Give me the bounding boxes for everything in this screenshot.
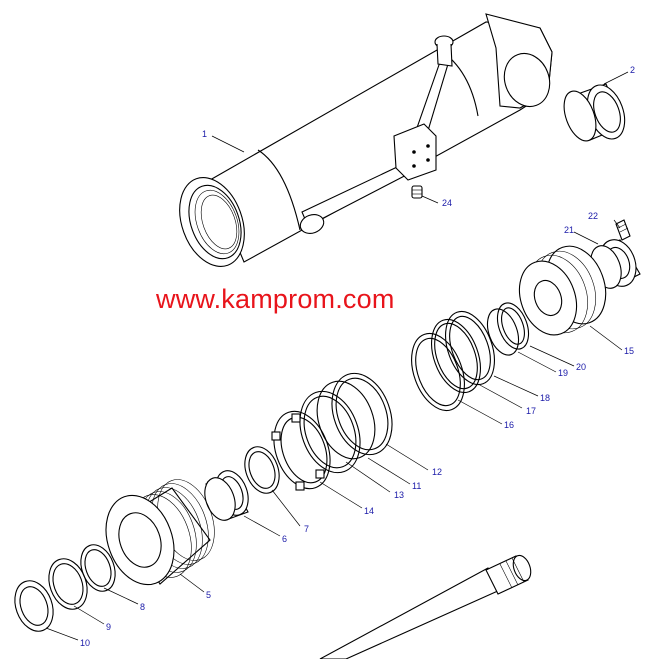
label-part-6[interactable]: 6 bbox=[282, 534, 287, 544]
set-screw bbox=[615, 219, 631, 241]
label-part-15[interactable]: 15 bbox=[624, 346, 634, 356]
label-part-10[interactable]: 10 bbox=[80, 638, 90, 648]
label-part-17[interactable]: 17 bbox=[526, 406, 536, 416]
guide-bushing bbox=[204, 470, 249, 521]
wear-ring-small bbox=[486, 302, 530, 356]
label-part-7[interactable]: 7 bbox=[304, 524, 309, 534]
label-part-16[interactable]: 16 bbox=[504, 420, 514, 430]
leader-lines bbox=[45, 71, 629, 641]
watermark-url: www.kamprom.com bbox=[156, 284, 395, 314]
piston-rod bbox=[319, 554, 532, 660]
label-part-5[interactable]: 5 bbox=[206, 590, 211, 600]
label-part-13[interactable]: 13 bbox=[394, 490, 404, 500]
label-part-20[interactable]: 20 bbox=[576, 362, 586, 372]
label-part-11[interactable]: 11 bbox=[412, 481, 421, 491]
piston-seal-rings bbox=[411, 310, 495, 412]
label-part-8[interactable]: 8 bbox=[140, 602, 145, 612]
label-part-19[interactable]: 19 bbox=[558, 368, 568, 378]
label-part-1[interactable]: 1 bbox=[202, 129, 207, 139]
label-part-12[interactable]: 12 bbox=[432, 467, 442, 477]
part-labels: 1 2 5 6 7 8 9 10 11 12 13 14 15 16 17 18… bbox=[80, 65, 635, 648]
cylinder-barrel bbox=[179, 13, 553, 267]
label-part-14[interactable]: 14 bbox=[364, 506, 374, 516]
rod-seals bbox=[14, 544, 116, 632]
label-part-24[interactable]: 24 bbox=[442, 198, 452, 208]
cylinder-head bbox=[105, 479, 215, 586]
piston bbox=[518, 245, 607, 336]
label-part-9[interactable]: 9 bbox=[106, 622, 111, 632]
label-part-21[interactable]: 21 bbox=[564, 225, 574, 235]
backup-rings bbox=[299, 372, 393, 474]
label-part-22[interactable]: 22 bbox=[588, 211, 598, 221]
label-part-2[interactable]: 2 bbox=[630, 65, 635, 75]
lock-ring bbox=[271, 410, 331, 491]
seal-ring-7 bbox=[244, 446, 280, 494]
label-part-18[interactable]: 18 bbox=[540, 393, 550, 403]
plug bbox=[411, 185, 423, 199]
bushing bbox=[563, 83, 626, 142]
